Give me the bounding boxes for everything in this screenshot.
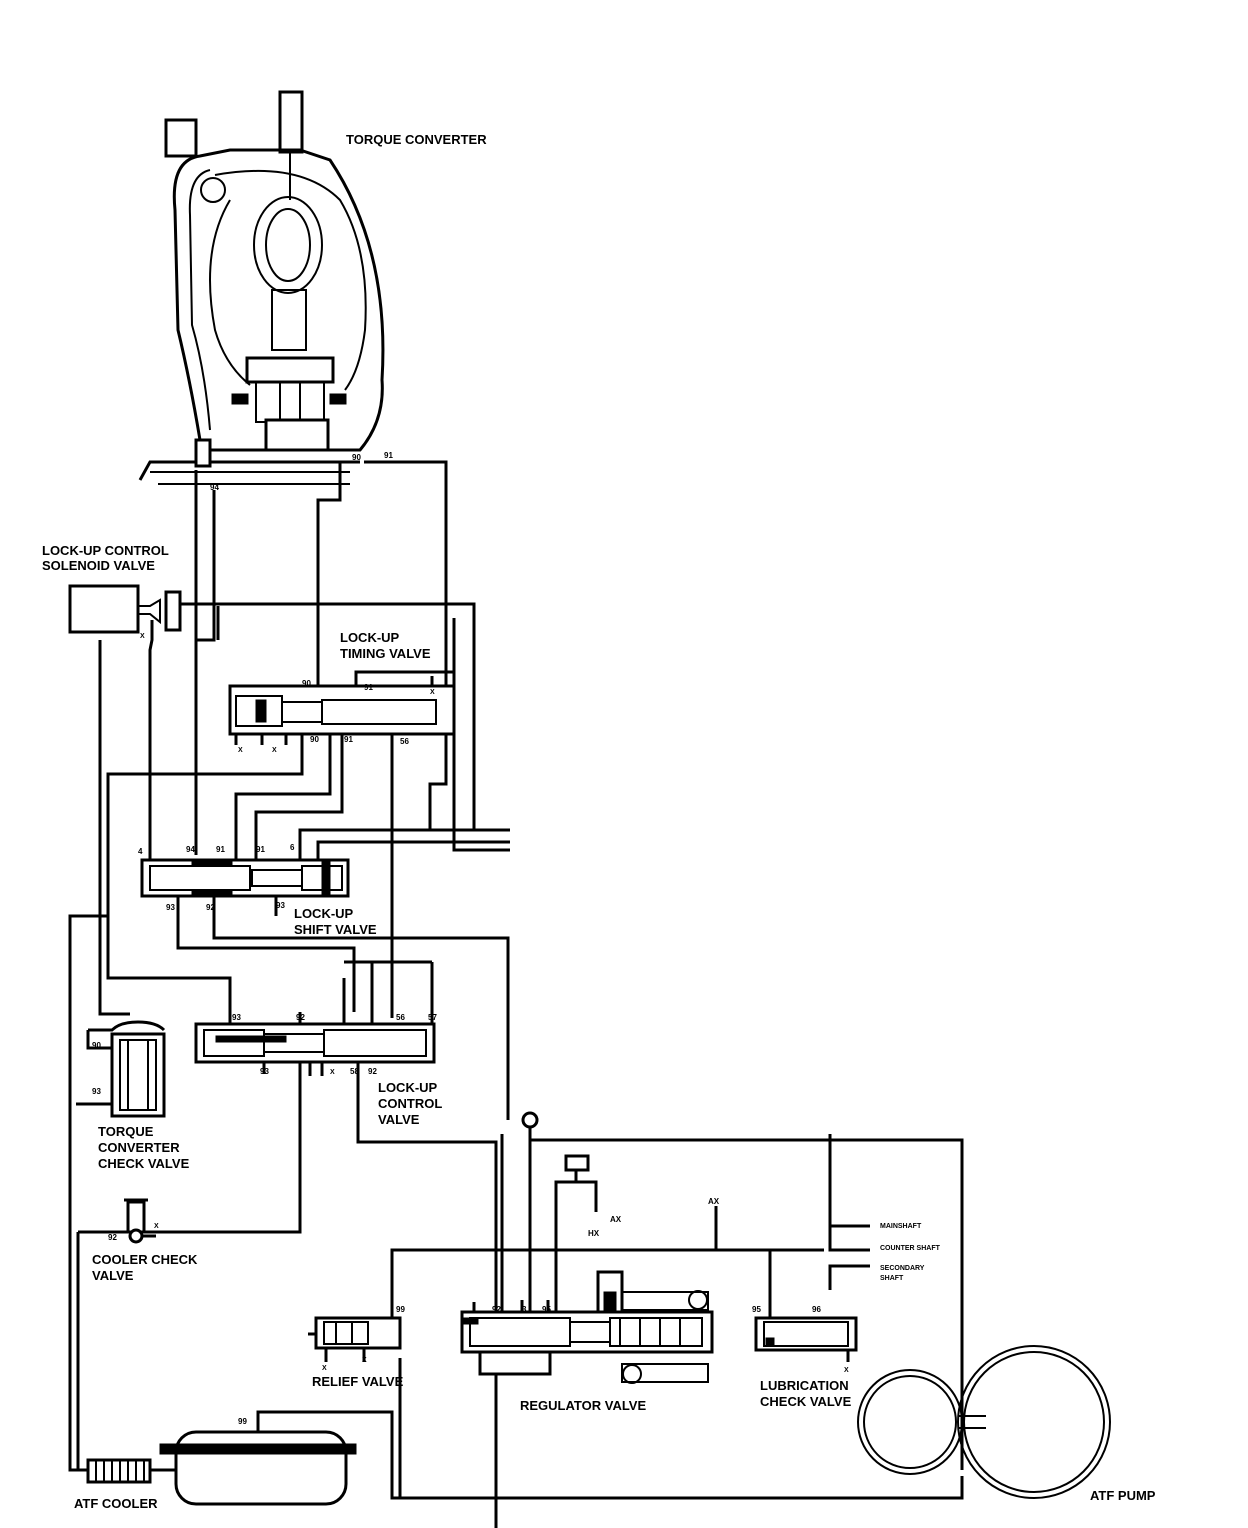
solenoid-exhaust-x: X [140, 633, 145, 640]
timing-port-91b: 91 [344, 735, 353, 744]
label-tccheck-1: TORQUE [98, 1124, 154, 1139]
shift-port-93b: 93 [276, 901, 285, 910]
atf-cooler [86, 1458, 152, 1484]
control-port-57: 57 [428, 1013, 437, 1022]
shift-port-91a: 91 [216, 845, 225, 854]
timing-x-3: X [430, 689, 435, 696]
control-x: X [330, 1069, 335, 1076]
control-port-56: 56 [396, 1013, 405, 1022]
label-tccheck-3: CHECK VALVE [98, 1156, 190, 1171]
label-control-3: VALVE [378, 1112, 420, 1127]
lubrication-check-valve: X [754, 1250, 858, 1374]
atf-reservoir [150, 1410, 964, 1506]
port-91-tc: 91 [384, 451, 393, 460]
label-control-1: LOCK-UP [378, 1080, 438, 1095]
cooler-check-valve: X [124, 1198, 159, 1244]
label-mainshaft: MAINSHAFT [880, 1223, 922, 1230]
label-solenoid-1: LOCK-UP CONTROL [42, 543, 169, 558]
timing-x-2: X [272, 747, 277, 754]
label-solenoid-2: SOLENOID VALVE [42, 558, 155, 573]
lockup-shift-valve [140, 858, 350, 898]
shift-port-92: 92 [206, 903, 215, 912]
relief-x-1: X [322, 1365, 327, 1372]
cooler-check-x: X [154, 1223, 159, 1230]
label-control-2: CONTROL [378, 1096, 442, 1111]
ax-label-2: AX [708, 1197, 720, 1206]
relief-port-99: 99 [396, 1305, 405, 1314]
line-90 [316, 462, 342, 690]
label-secondary-1: SECONDARY [880, 1265, 925, 1272]
lube-port-96: 96 [812, 1305, 821, 1314]
ax-label-1: AX [610, 1215, 622, 1224]
lube-port-95: 95 [752, 1305, 761, 1314]
label-cooler-check-1: COOLER CHECK [92, 1252, 198, 1267]
label-lube-2: CHECK VALVE [760, 1394, 852, 1409]
label-countershaft: COUNTER SHAFT [880, 1245, 941, 1252]
shift-port-91b: 91 [256, 845, 265, 854]
port-94-tc: 94 [210, 483, 219, 492]
reg-port-3: 3 [522, 1305, 527, 1314]
torque-converter [138, 90, 385, 485]
label-tccheck-2: CONVERTER [98, 1140, 180, 1155]
control-port-92b: 92 [368, 1067, 377, 1076]
relief-valve: X X [308, 1316, 402, 1372]
shift-port-4: 4 [138, 847, 143, 856]
timing-port-90: 90 [302, 679, 311, 688]
relief-x-2: X [362, 1357, 367, 1364]
reg-port-1: 1 [472, 1305, 477, 1314]
label-shift-1: LOCK-UP [294, 906, 354, 921]
lockup-control-valve [194, 962, 436, 1076]
lockup-control-solenoid-valve: X [68, 584, 182, 860]
control-port-93: 93 [232, 1013, 241, 1022]
label-regulator: REGULATOR VALVE [520, 1398, 646, 1413]
line-solenoid-right [180, 602, 510, 832]
shift-port-93: 93 [166, 903, 175, 912]
line-91 [364, 460, 448, 830]
timing-port-90b: 90 [310, 735, 319, 744]
tccheck-port-90: 90 [92, 1041, 101, 1050]
cooler-check-port-92: 92 [108, 1233, 117, 1242]
label-lube-1: LUBRICATION [760, 1378, 849, 1393]
reservoir-port-99: 99 [238, 1417, 247, 1426]
label-secondary-2: SHAFT [880, 1275, 904, 1282]
reg-port-95: 95 [542, 1305, 551, 1314]
atf-pump [857, 1345, 1111, 1499]
port-90-tc: 90 [352, 453, 361, 462]
label-atf-cooler: ATF COOLER [74, 1496, 158, 1511]
label-atf-pump: ATF PUMP [1090, 1488, 1156, 1503]
shift-port-94: 94 [186, 845, 195, 854]
label-timing-1: LOCK-UP [340, 630, 400, 645]
reg-port-92: 92 [492, 1305, 501, 1314]
torque-converter-check-valve [76, 1020, 166, 1118]
label-relief: RELIEF VALVE [312, 1374, 404, 1389]
timing-port-56: 56 [400, 737, 409, 746]
label-torque-converter: TORQUE CONVERTER [346, 132, 487, 147]
control-port-58: 58 [350, 1067, 359, 1076]
tccheck-port-93: 93 [92, 1087, 101, 1096]
label-cooler-check-2: VALVE [92, 1268, 134, 1283]
shift-port-6: 6 [290, 843, 295, 852]
timing-x-1: X [238, 747, 243, 754]
label-shift-2: SHIFT VALVE [294, 922, 377, 937]
lube-x: X [844, 1367, 849, 1374]
lockup-timing-valve: X X X [228, 676, 456, 754]
label-timing-2: TIMING VALVE [340, 646, 431, 661]
control-port-92: 92 [296, 1013, 305, 1022]
timing-port-91: 91 [364, 683, 373, 692]
hx-label: HX [588, 1229, 600, 1238]
regulator-plug [564, 1154, 590, 1172]
regulator-valve [460, 1111, 714, 1384]
